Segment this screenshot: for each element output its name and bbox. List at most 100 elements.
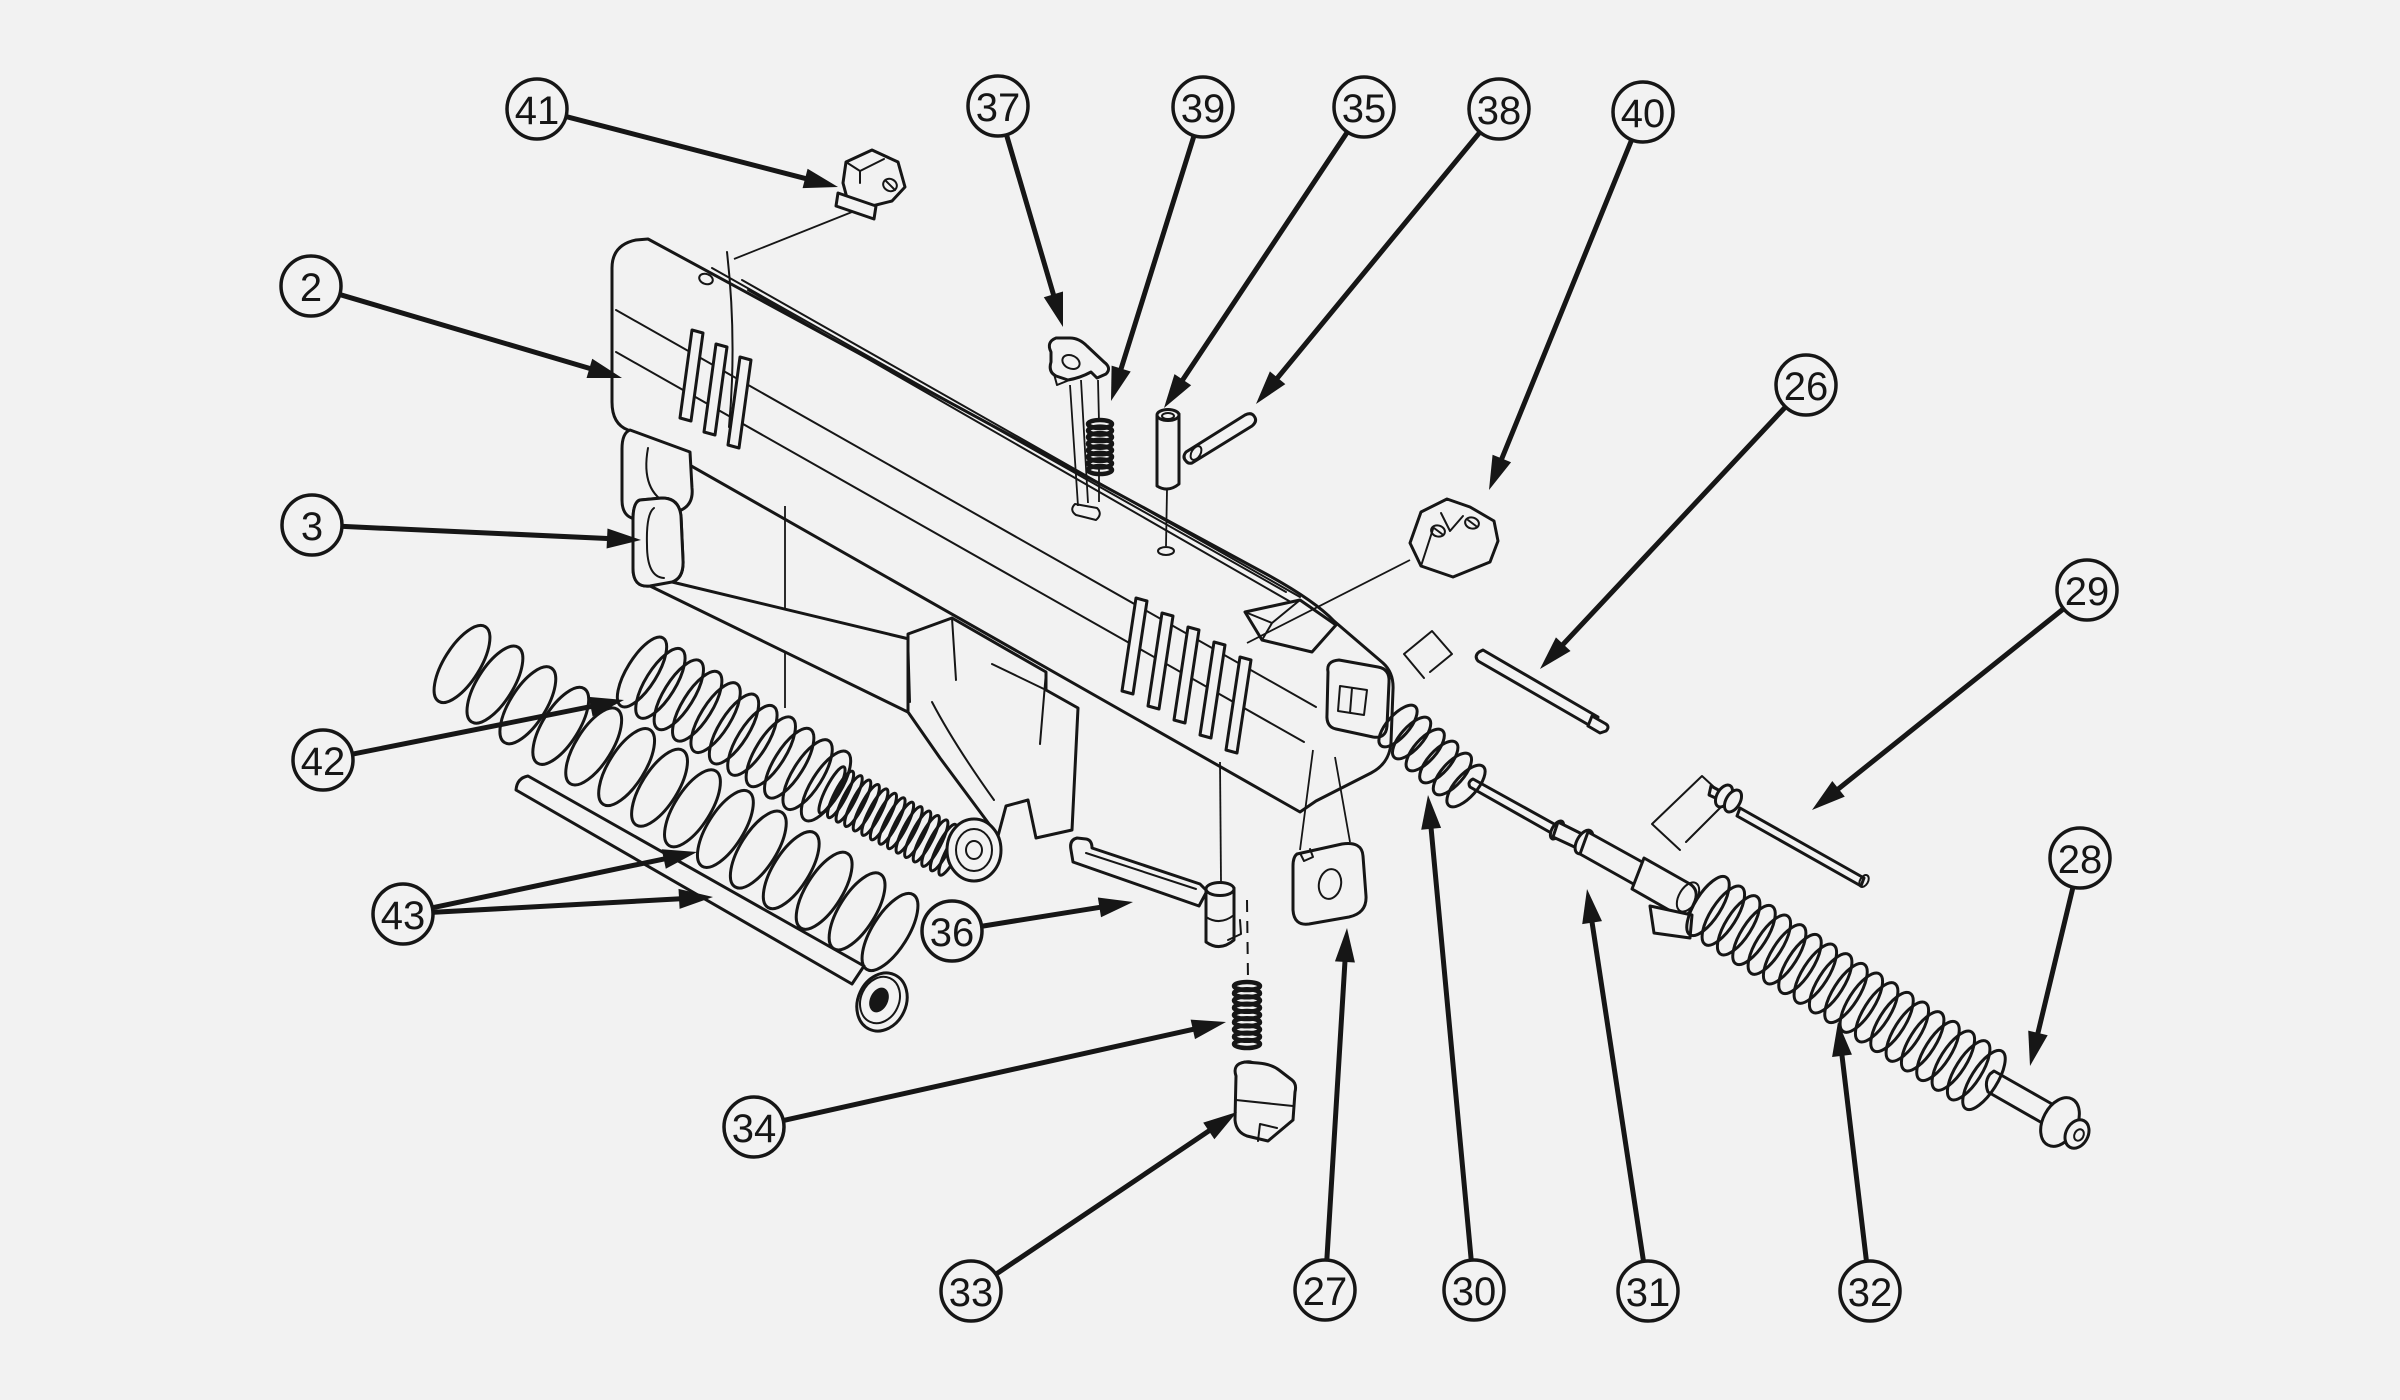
inner-recoil-spring-43 [432, 624, 920, 972]
springs-layer [432, 417, 2007, 1112]
plug-body [1984, 1069, 2054, 1126]
rear-sight-body [1408, 497, 1500, 579]
callout-3: 3 [280, 493, 641, 557]
extractor-body [1047, 336, 1111, 382]
rear-sight-notch [1420, 512, 1464, 567]
callout-36-circle [920, 899, 984, 963]
plunger-top-inner [1161, 412, 1175, 420]
front-sight-screw-slot [885, 180, 896, 191]
plug-nub [2063, 1118, 2091, 1150]
callout-37-arrow-line [1004, 133, 1059, 306]
callout-39-circle [1171, 75, 1235, 139]
striker-body [1578, 830, 1646, 888]
callout-42: 42 [291, 696, 624, 792]
callout-38: 38 [1256, 77, 1531, 404]
callout-31-number: 31 [1626, 1271, 1671, 1315]
callout-33: 33 [939, 1112, 1237, 1323]
lever-pivot-axis-line [1219, 761, 1222, 883]
striker-rear-cylinder [1630, 856, 1698, 918]
callout-26-arrow-head [1540, 637, 1571, 669]
callout-3-arrow-line [340, 523, 619, 542]
callout-26-circle [1774, 353, 1838, 417]
callout-36: 36 [920, 897, 1133, 963]
front-sight-screw [882, 177, 898, 193]
plunger-tube [1155, 412, 1181, 491]
pin-29-collar-2 [1722, 788, 1744, 814]
callout-28-circle [2048, 826, 2112, 890]
callout-43-number: 43 [381, 894, 426, 938]
callout-37-circle [966, 74, 1030, 138]
callout-36-arrow-line [980, 903, 1111, 929]
callout-30: 30 [1421, 795, 1506, 1322]
callout-29-circle [2055, 558, 2119, 622]
callout-38-arrow-head [1256, 371, 1286, 404]
callout-2: 2 [279, 254, 622, 378]
callout-31: 31 [1582, 889, 1680, 1323]
callout-37-arrow-head [1043, 291, 1063, 327]
callout-34-arrow-line [781, 1025, 1204, 1123]
spring-end-plug-part [1984, 1069, 2091, 1150]
callout-26-arrow-line [1554, 405, 1788, 653]
recoil-head-mid [955, 828, 993, 872]
callout-33-circle [939, 1259, 1003, 1323]
extractor-slot [1071, 503, 1101, 521]
callout-2-arrow-line [338, 292, 601, 374]
backplate-notch [1299, 848, 1314, 862]
striker-assembly-part [1467, 777, 1701, 940]
callout-29-arrow-line [1829, 606, 2066, 797]
recoil-dense-spring-42 [817, 765, 967, 877]
extractor-part [1047, 336, 1111, 502]
callout-28: 28 [2028, 826, 2112, 1066]
slide-side-crease-2 [615, 309, 1317, 708]
collared-pin-part [1651, 775, 1870, 888]
barrel-muzzle-face [631, 496, 685, 588]
safety-block-part [1233, 1060, 1298, 1143]
slide-rear-window [1325, 658, 1391, 739]
front-sight-foot [834, 191, 878, 221]
plate-outline-2 [1651, 775, 1729, 851]
recoil-outer-spring-42 [615, 635, 853, 823]
callout-35-arrow-head [1164, 374, 1192, 408]
callout-37: 37 [966, 74, 1063, 327]
striker-foot [1648, 904, 1694, 940]
rear-sight-screw-2-slot [1467, 519, 1477, 527]
retaining-pin-part [1182, 412, 1258, 465]
callout-3-arrow-head [606, 528, 641, 549]
pin-29-tip [1858, 874, 1870, 888]
front-serrations [678, 328, 753, 450]
callout-2-number: 2 [300, 266, 322, 310]
callout-38-number: 38 [1477, 89, 1522, 133]
callout-33-arrow-line [994, 1123, 1219, 1277]
callout-42-arrow-line [350, 702, 602, 757]
slide-front-lug [620, 428, 694, 521]
rear-sight-part [1408, 497, 1500, 579]
guide-rod-shaft [514, 774, 866, 986]
callout-32-arrow-head [1832, 1022, 1852, 1057]
callout-26: 26 [1540, 353, 1838, 669]
barrel-part [631, 496, 1080, 840]
callout-31-circle [1616, 1259, 1680, 1323]
callout-34-arrow-head [1190, 1019, 1226, 1040]
guide-rod-flange-hole [869, 987, 889, 1013]
callout-31-arrow-line [1588, 911, 1646, 1263]
plunger-wire [1165, 489, 1168, 547]
callout-33-number: 33 [949, 1271, 994, 1315]
callout-29: 29 [1812, 558, 2119, 810]
recoil-head-outer [945, 817, 1003, 883]
callout-41: 41 [505, 77, 838, 189]
callout-43: 43 [371, 849, 713, 946]
callout-27-number: 27 [1303, 1270, 1348, 1314]
striker-nose [1467, 777, 1558, 836]
slide-backplate-part [1291, 842, 1368, 926]
front-sight-part [834, 148, 907, 221]
backplate-body [1291, 842, 1368, 926]
retaining-pin-body [1182, 412, 1258, 465]
callout-40-number: 40 [1621, 92, 1666, 136]
rear-sight-screw-2 [1464, 516, 1480, 530]
callout-41-circle [505, 77, 569, 141]
callout-3-number: 3 [301, 505, 323, 549]
extractor-leader-lines [1069, 379, 1089, 507]
callout-39: 39 [1111, 75, 1235, 401]
